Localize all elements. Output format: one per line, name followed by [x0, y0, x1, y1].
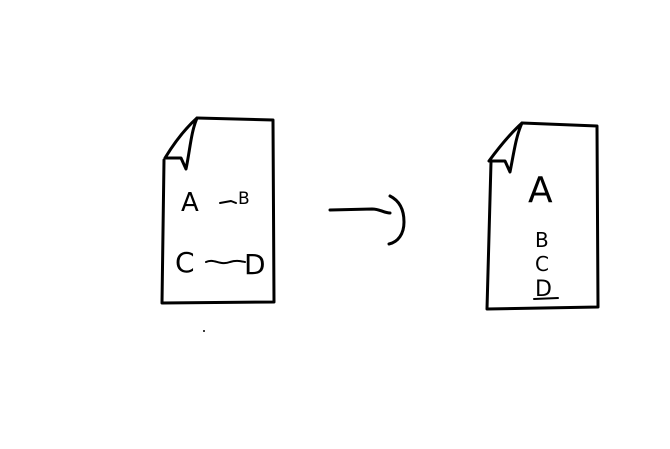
left-label-b: B [238, 189, 250, 209]
stray-dot [203, 330, 205, 332]
right-label-d: D [535, 277, 552, 302]
right-label-d-underline [533, 297, 559, 300]
left-connector-ab [219, 200, 237, 204]
right-label-c: C [535, 252, 549, 276]
left-label-d: D [244, 248, 266, 281]
right-document: A B C D [485, 121, 600, 311]
transform-arrow [328, 194, 406, 246]
left-document-outline [160, 116, 276, 305]
left-document-folded-corner [163, 116, 199, 171]
left-label-c: C [175, 246, 195, 279]
right-document-folded-corner [487, 121, 524, 174]
left-document: A B C D [160, 116, 276, 332]
arrow-shaft [328, 207, 392, 215]
left-label-a: A [181, 188, 199, 218]
left-connector-cd [205, 259, 246, 265]
right-label-a: A [528, 170, 553, 211]
arrow-head [387, 194, 406, 246]
right-label-b: B [535, 228, 549, 252]
right-document-outline [485, 121, 600, 311]
